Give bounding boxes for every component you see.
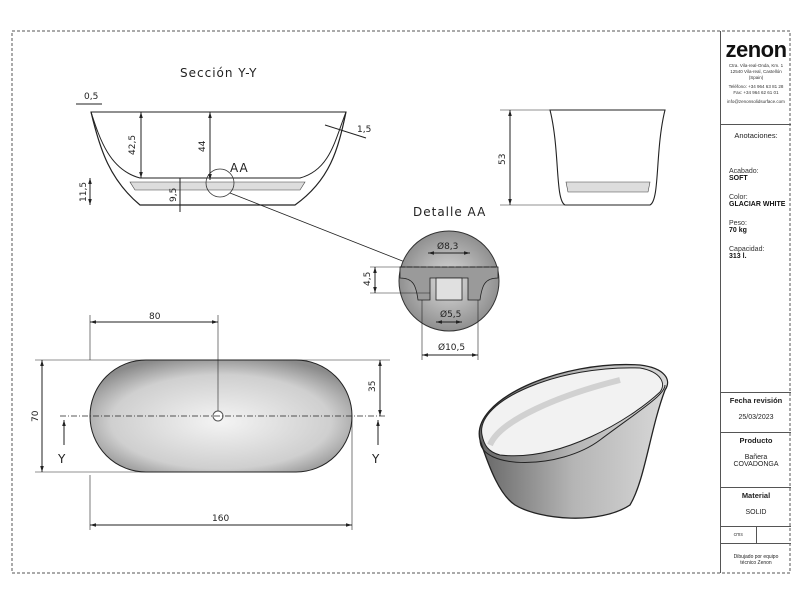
dimension-label: 1,5 bbox=[357, 125, 371, 135]
units-row: cms bbox=[721, 527, 791, 544]
dimension-label: 160 bbox=[212, 514, 229, 524]
detail-title: Detalle AA bbox=[413, 205, 486, 219]
product-section: Producto Bañera COVADONGA bbox=[721, 433, 791, 488]
dimension-label: 0,5 bbox=[84, 92, 98, 102]
section-title: Sección Y-Y bbox=[180, 66, 257, 80]
brand-logo: zenon bbox=[725, 37, 787, 62]
dimension-label: Ø8,3 bbox=[437, 241, 458, 252]
dimension-label: Ø5,5 bbox=[440, 309, 461, 320]
material-value: SOLID bbox=[745, 509, 767, 516]
dimension-label: 4,5 bbox=[363, 272, 373, 286]
dimension-label: 42,5 bbox=[128, 135, 138, 155]
drawn-by: Dibujado por equipo técnico Zenon bbox=[733, 554, 779, 566]
dimension-label: Y bbox=[371, 452, 380, 466]
detail-view: Detalle AA Ø8,3 4,5 Ø5,5 Ø10,5 bbox=[363, 205, 500, 360]
detail-marker-label: AA bbox=[230, 161, 249, 175]
annotations-section: Anotaciones: Acabado: SOFT Color: GLACIA… bbox=[721, 131, 791, 393]
dimension-label: 11,5 bbox=[79, 182, 89, 202]
plan-view: 80 35 70 160 Y Y bbox=[31, 312, 390, 530]
dimension-label: 9,5 bbox=[169, 188, 179, 202]
annotations-heading: Anotaciones: bbox=[734, 131, 778, 140]
isometric-view bbox=[478, 363, 669, 519]
revision-section: Fecha revisión 25/03/2023 bbox=[721, 393, 791, 433]
color-value: GLACIAR WHITE bbox=[729, 201, 786, 208]
company-info: zenon Ctra. Vila-real-Onda, Km. 1 12540 … bbox=[721, 37, 791, 125]
capacity-value: 313 l. bbox=[729, 253, 747, 260]
product-name: COVADONGA bbox=[733, 461, 779, 468]
revision-date: 25/03/2023 bbox=[738, 414, 774, 421]
dimension-label: 80 bbox=[149, 312, 161, 322]
dimension-label: 53 bbox=[498, 154, 508, 165]
dimension-label: Ø10,5 bbox=[438, 342, 465, 353]
title-block: zenon Ctra. Vila-real-Onda, Km. 1 12540 … bbox=[720, 31, 791, 573]
dimension-label: Y bbox=[57, 452, 66, 466]
section-view: Sección Y-Y AA 42,5 44 0,5 1,5 11,5 9,5 bbox=[76, 66, 406, 263]
dimension-label: 70 bbox=[31, 410, 41, 422]
weight-value: 70 kg bbox=[729, 227, 747, 234]
side-view: 53 bbox=[498, 109, 666, 206]
material-section: Material SOLID bbox=[721, 488, 791, 527]
dimension-label: 44 bbox=[198, 140, 208, 152]
dimension-label: 35 bbox=[368, 381, 378, 392]
finish-value: SOFT bbox=[729, 175, 748, 182]
detail-marker-circle bbox=[205, 168, 235, 198]
